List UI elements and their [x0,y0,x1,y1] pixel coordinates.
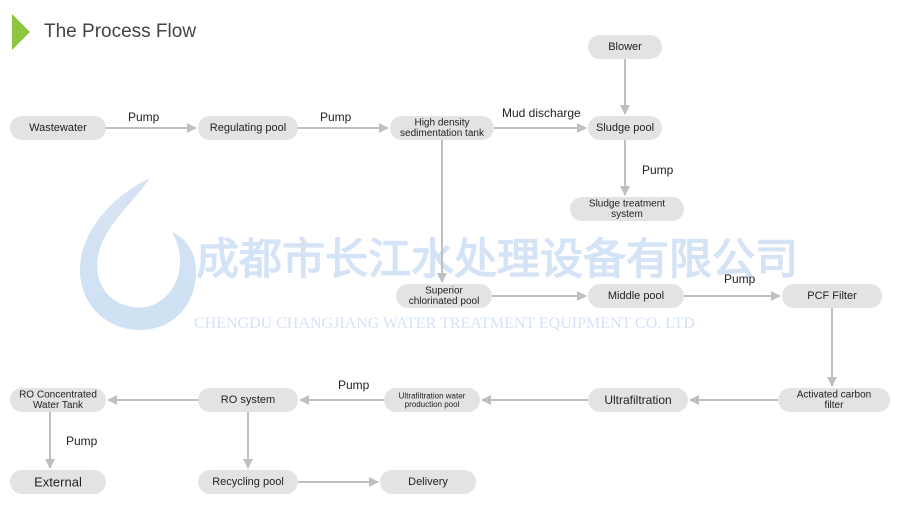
node-delivery: Delivery [380,470,476,494]
node-label: system [611,209,643,220]
node-label: Sludge pool [596,122,654,134]
node-box [198,116,298,140]
node-label: filter [825,400,845,411]
node-box [570,197,684,221]
edge-label-mud-discharge: Mud discharge [502,106,581,120]
node-box [390,116,494,140]
node-box [782,284,882,308]
node-recycling: Recycling pool [198,470,298,494]
edge-label-pump-6: Pump [66,434,98,448]
edge-label-pump-3: Pump [642,163,674,177]
node-label: RO Concentrated [19,389,97,400]
node-label: Delivery [408,476,448,488]
water-drop-logo-icon [80,178,196,330]
node-regulating: Regulating pool [198,116,298,140]
node-blower: Blower [588,35,662,59]
node-box [384,388,480,412]
node-label: High density [414,117,469,128]
node-label: Recycling pool [212,476,284,488]
node-box [396,284,492,308]
node-label: Middle pool [608,290,664,302]
edge-label-pump-4: Pump [724,272,756,286]
edges [45,59,837,487]
watermark: 成都市长江水处理设备有限公司 CHENGDU CHANGJIANG WATER … [80,178,798,332]
node-label: sedimentation tank [400,128,485,139]
edge-label-pump-2: Pump [320,110,352,124]
node-box [198,470,298,494]
edge-label-pump-1: Pump [128,110,160,124]
edge-label-pump-5: Pump [338,378,370,392]
node-box [10,388,106,412]
node-wastewater: Wastewater [10,116,106,140]
node-ultrafiltration: Ultrafiltration [588,388,688,412]
node-label: Wastewater [29,122,87,134]
page-title: The Process Flow [44,21,196,42]
node-label: Water Tank [33,400,84,411]
node-label: Ultrafiltration [604,393,671,407]
node-label: External [34,475,82,490]
watermark-chinese: 成都市长江水处理设备有限公司 [196,235,798,285]
node-label: PCF Filter [807,290,857,302]
node-label: Regulating pool [210,122,286,134]
node-label: Superior [425,285,463,296]
node-box [778,388,890,412]
node-box [588,116,662,140]
header: The Process Flow [12,14,196,50]
node-box [588,388,688,412]
node-label: chlorinated pool [409,296,480,307]
node-box [10,470,106,494]
node-middle: Middle pool [588,284,684,308]
accent-triangle-icon [12,14,30,50]
node-label: Ultrafiltration water [399,391,466,400]
node-external: External [10,470,106,494]
node-ro-system: RO system [198,388,298,412]
watermark-english: CHENGDU CHANGJIANG WATER TREATMENT EQUIP… [194,315,695,332]
node-box [198,388,298,412]
node-box [380,470,476,494]
node-label: Sludge treatment [589,198,665,209]
node-box [588,284,684,308]
nodes: Wastewater Regulating pool High densitysed… [10,35,890,494]
node-label: Activated carbon [797,389,872,400]
node-sludge-pool: Sludge pool [588,116,662,140]
node-label: RO system [221,394,275,406]
node-label: Blower [608,41,642,53]
node-pcf: PCF Filter [782,284,882,308]
node-box [588,35,662,59]
node-label: production pool [405,400,460,409]
node-box [10,116,106,140]
